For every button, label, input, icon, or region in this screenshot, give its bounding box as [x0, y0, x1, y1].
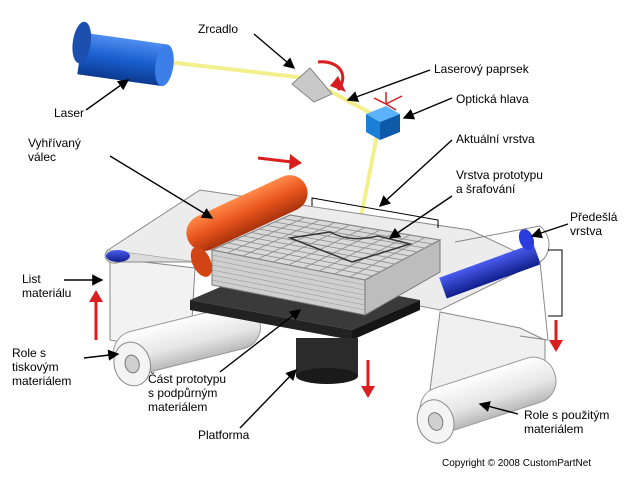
support-layer-line	[211, 274, 366, 306]
support-layer-line	[211, 254, 366, 286]
support-layer-line	[211, 269, 366, 301]
grid-line	[364, 239, 441, 281]
grid-line	[288, 227, 366, 266]
label-heated-roller: Vyhřívaný válec	[28, 136, 81, 164]
right-blue-roller	[439, 229, 541, 299]
label-print-roll: Role s tiskovým materiálem	[12, 346, 72, 388]
grid-line	[303, 229, 381, 269]
optical-head	[366, 106, 400, 140]
grid-line	[266, 225, 418, 253]
current-layer-outline	[287, 231, 413, 263]
supply-material-roll	[109, 257, 261, 387]
left-blue-roller	[106, 250, 130, 262]
label-platform: Platforma	[198, 428, 250, 442]
grid-line	[318, 232, 396, 272]
copyright-notice: Copyright © 2008 CustomPartNet	[442, 458, 592, 469]
grid-line	[349, 237, 426, 278]
mirror	[291, 67, 333, 103]
label-previous-layer: Předešlá vrstva	[570, 210, 618, 238]
label-prototype-layer: Vrstva prototypu a šrafování	[456, 168, 543, 196]
heated-roller	[186, 175, 308, 277]
label-material-sheet: List materiálu	[22, 272, 72, 300]
laser-beam	[167, 60, 381, 120]
label-used-roll: Role s použitým materiálem	[524, 408, 610, 436]
label-mirror: Zrcadlo	[198, 22, 239, 36]
previous-layer-strip	[454, 225, 550, 341]
grid-line	[274, 221, 426, 249]
label-prototype-part: Část prototypu s podpůrným materiálem	[148, 372, 227, 414]
leader-lines	[64, 33, 569, 429]
support-layer-line	[211, 259, 366, 291]
current-layer-bracket	[311, 197, 439, 228]
used-material-roll	[416, 311, 557, 444]
laser-body	[72, 21, 174, 87]
support-layer-line	[211, 264, 366, 296]
hatching-grid	[211, 214, 441, 311]
support-layer-line	[211, 279, 366, 311]
label-optical-head: Optická hlava	[456, 92, 529, 106]
direction-arrows	[89, 154, 563, 398]
label-current-layer: Aktuální vrstva	[456, 132, 535, 146]
optical-head-axes	[373, 92, 403, 111]
label-laser-beam: Laserový paprsek	[434, 62, 529, 76]
grid-line	[282, 218, 433, 245]
label-laser: Laser	[53, 106, 84, 120]
grid-line	[289, 214, 441, 241]
previous-layer-bracket	[548, 249, 563, 317]
mirror-rotation-arrowhead	[330, 76, 346, 92]
